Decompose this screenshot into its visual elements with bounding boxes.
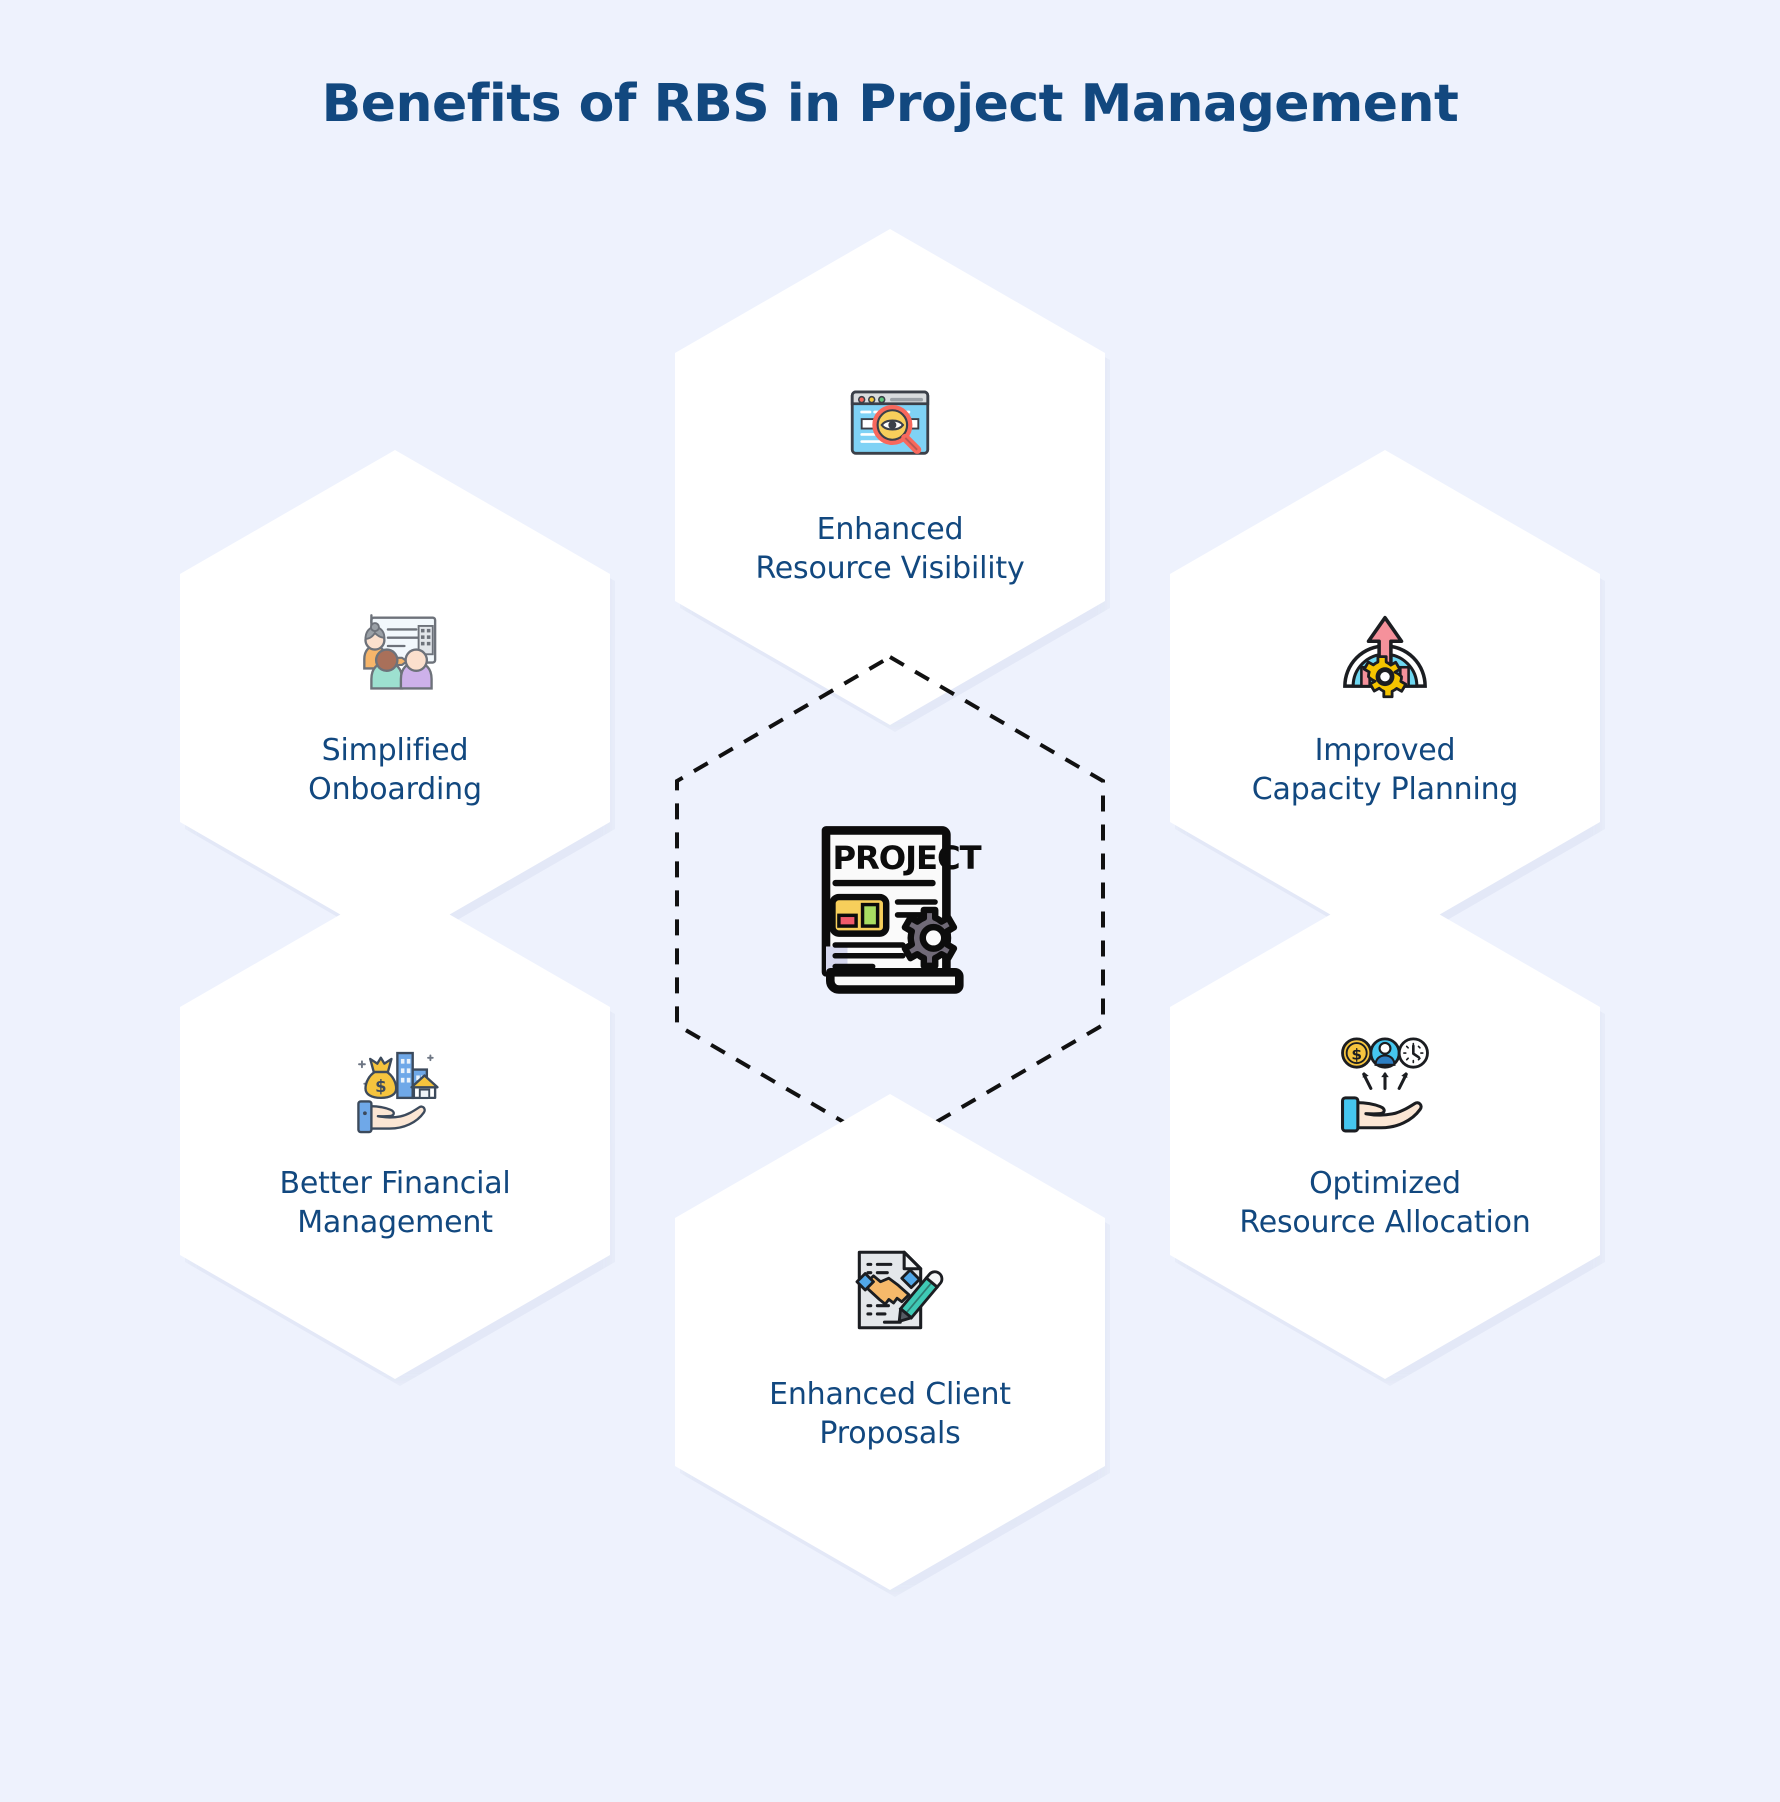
center-hexagon: PROJECT	[675, 654, 1105, 1152]
benefit-label: Better Financial Management	[279, 1164, 510, 1242]
page-title: Benefits of RBS in Project Management	[321, 74, 1459, 134]
browser-magnifier-eye-icon	[850, 390, 930, 455]
benefit-label-line2: Onboarding	[308, 772, 482, 807]
benefit-label: Enhanced Client Proposals	[769, 1375, 1011, 1453]
benefit-label: Optimized Resource Allocation	[1239, 1164, 1530, 1242]
hand-resources-coin-person-clock-icon: $	[1340, 1037, 1429, 1133]
benefit-hexagon-enhanced-client-proposals[interactable]: Enhanced Client Proposals	[675, 1094, 1110, 1597]
benefit-hexagon-optimized-resource-allocation[interactable]: $	[1170, 883, 1605, 1386]
benefit-label-line2: Proposals	[819, 1416, 961, 1451]
benefit-label-line2: Resource Allocation	[1239, 1205, 1531, 1240]
svg-text:$: $	[375, 1077, 386, 1096]
benefit-label: Simplified Onboarding	[308, 731, 482, 809]
hand-money-bag-buildings-icon: $	[357, 1051, 439, 1134]
benefit-hexagon-enhanced-resource-visibility[interactable]: Enhanced Resource Visibility	[675, 229, 1110, 732]
benefit-label-line1: Enhanced	[816, 512, 964, 547]
hexagon-shape	[180, 450, 610, 946]
benefit-hexagon-simplified-onboarding[interactable]: Simplified Onboarding	[180, 450, 615, 953]
gauge-arrow-gear-icon	[1343, 615, 1427, 699]
benefit-hexagon-improved-capacity-planning[interactable]: Improved Capacity Planning	[1170, 450, 1605, 953]
benefit-label: Improved Capacity Planning	[1251, 731, 1519, 809]
document-project-text: PROJECT	[832, 839, 981, 877]
benefit-label-line2: Management	[297, 1205, 493, 1240]
benefit-label-line1: Better Financial	[279, 1166, 511, 1201]
handshake-document-pencil-icon	[855, 1250, 944, 1330]
benefit-label-line2: Capacity Planning	[1251, 772, 1519, 807]
benefit-label-line1: Optimized	[1309, 1166, 1461, 1201]
benefit-label-line1: Enhanced Client	[769, 1377, 1011, 1412]
benefit-hexagon-better-financial-management[interactable]: $ Better Financial Management	[180, 883, 615, 1386]
training-presentation-people-icon	[363, 614, 437, 690]
benefit-label: Enhanced Resource Visibility	[755, 510, 1024, 588]
benefit-label-line2: Resource Visibility	[755, 551, 1025, 586]
project-document-gear-icon: PROJECT	[821, 825, 982, 994]
benefit-label-line1: Improved	[1314, 733, 1456, 768]
benefit-label-line1: Simplified	[321, 733, 469, 768]
svg-text:$: $	[1351, 1046, 1362, 1064]
